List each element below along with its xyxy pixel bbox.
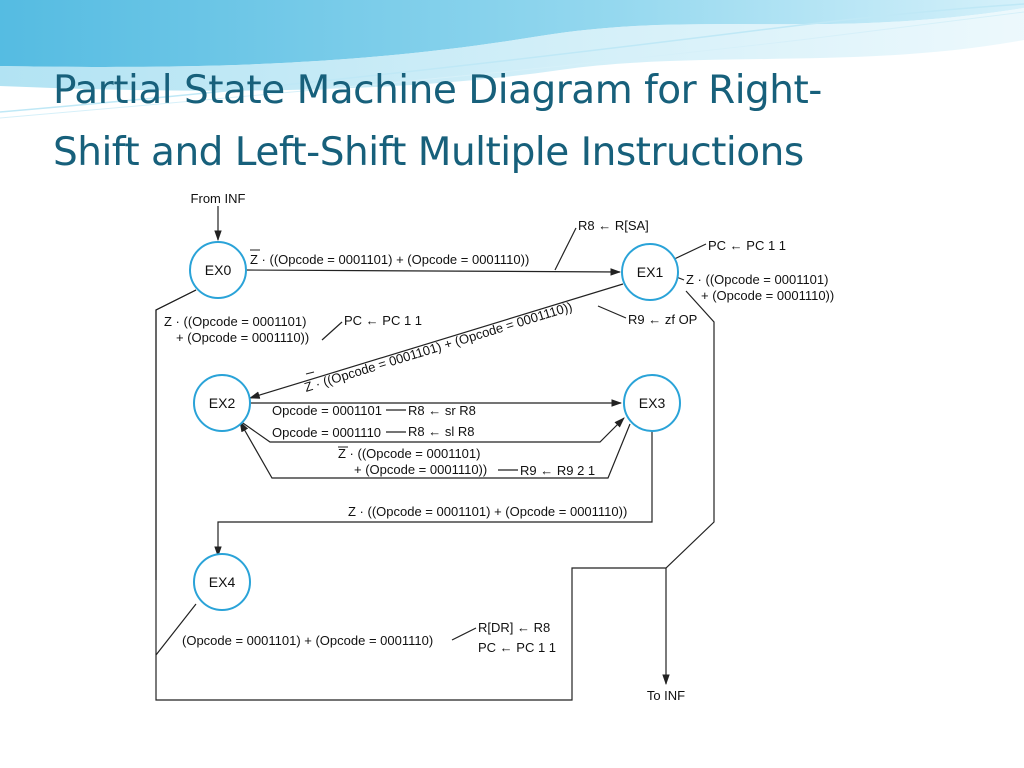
- ex3-to-ex4-arrow: [214, 428, 653, 558]
- exit-label: To INF: [647, 688, 685, 703]
- title-line-1: Partial State Machine Diagram for Right-: [53, 68, 822, 113]
- ex3-to-ex2-loop-arrow: [239, 421, 631, 479]
- header-wave: [0, 0, 1024, 67]
- ex1-pc-action: PC ← PC 1 1: [708, 238, 786, 253]
- leader-ex0-ex1: [554, 227, 577, 271]
- state-label: EX3: [639, 395, 666, 411]
- ex1-to-ex2-arrow: [248, 283, 624, 399]
- ex4-mem-action: R[DR] ← R8: [478, 620, 550, 635]
- ex0-ex2-action: PC ← PC 1 1: [344, 313, 422, 328]
- ex3-ex4-condition: Z · ((Opcode = 0001101) + (Opcode = 0001…: [348, 504, 627, 519]
- leader-ex4: [451, 627, 477, 641]
- state-label: EX4: [209, 574, 236, 590]
- ex0-to-ex1-arrow: [244, 268, 622, 276]
- ex1-condition-line1: Z · ((Opcode = 0001101): [686, 272, 828, 287]
- state-label: EX1: [637, 264, 664, 280]
- ex2-ex3-left-condition: Opcode = 0001110: [272, 425, 381, 440]
- title-line-2: Shift and Left-Shift Multiple Instructio…: [53, 130, 804, 175]
- z-overbar-2: [305, 371, 315, 375]
- ex1-ex2-action: R9 ← zf OP: [628, 312, 697, 327]
- ex3-ex2-action: R9 ← R9 2 1: [520, 463, 595, 478]
- state-ex2: EX2: [193, 374, 251, 432]
- ex2-ex3-right-condition: Opcode = 0001101: [272, 403, 382, 418]
- ex0-ex1-condition: Z · ((Opcode = 0001101) + (Opcode = 0001…: [250, 252, 529, 267]
- header-wave-line-2: [0, 11, 1024, 119]
- state-ex1: EX1: [621, 243, 679, 301]
- ex4-condition: (Opcode = 0001101) + (Opcode = 0001110): [182, 633, 433, 648]
- ex1-return-wire: [155, 290, 715, 701]
- ex2-ex3-left-action: R8 ← sl R8: [408, 424, 474, 439]
- state-ex3: EX3: [623, 374, 681, 432]
- ex3-ex2-condition-line1: Z · ((Opcode = 0001101): [338, 446, 480, 461]
- state-ex4: EX4: [193, 553, 251, 611]
- leader-ex0-pc: [321, 321, 343, 341]
- ex1-condition-line2: + (Opcode = 0001110)): [701, 288, 834, 303]
- ex4-return-wire: [155, 289, 197, 655]
- ex0-ex2-condition-line1: Z · ((Opcode = 0001101): [164, 314, 306, 329]
- ex4-pc-action: PC ← PC 1 1: [478, 640, 556, 655]
- state-label: EX2: [209, 395, 236, 411]
- ex3-ex2-condition-line2: + (Opcode = 0001110)): [354, 462, 487, 477]
- leader-ex1-r9: [597, 305, 627, 319]
- ex2-ex3-right-action: R8 ← sr R8: [408, 403, 476, 418]
- ex0-ex2-condition-line2: + (Opcode = 0001110)): [176, 330, 309, 345]
- ex2-ex3-lower-arrow: [239, 417, 625, 443]
- ex0-ex1-action: R8 ← R[SA]: [578, 218, 649, 233]
- entry-label: From INF: [191, 191, 246, 206]
- state-label: EX0: [205, 262, 232, 278]
- page-title: Partial State Machine Diagram for Right-…: [53, 60, 1003, 184]
- header-wave-line: [0, 3, 1024, 113]
- state-ex0: EX0: [189, 241, 247, 299]
